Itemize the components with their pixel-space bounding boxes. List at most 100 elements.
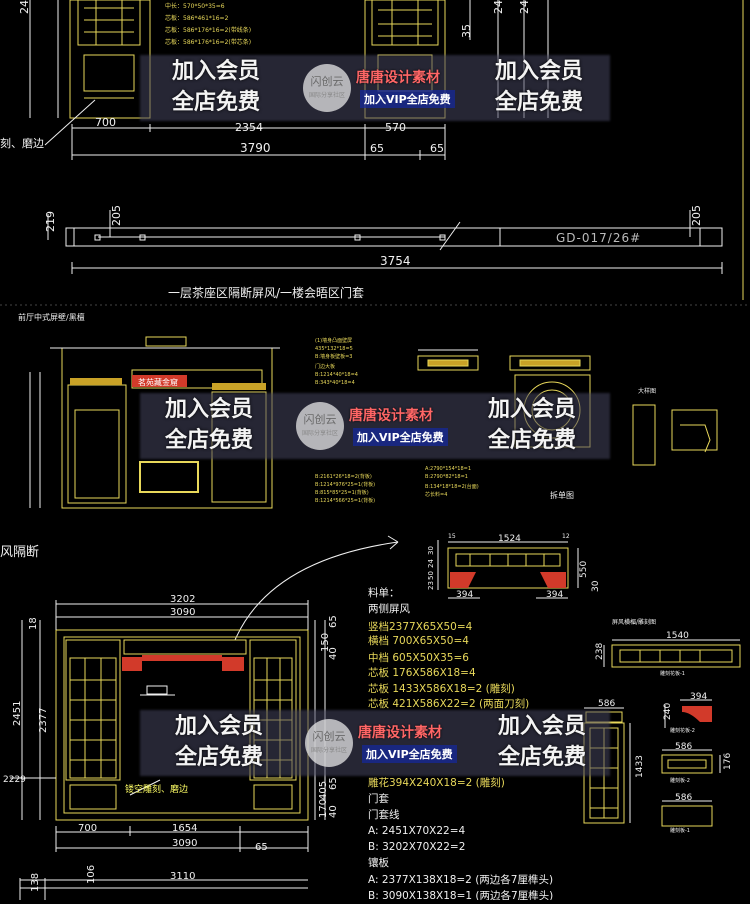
mid-spec-8: B:1214*976*25=1(背板) xyxy=(315,481,375,488)
plan-caption: 一层茶座区隔断屏风/一楼会晤区门套 xyxy=(168,285,364,300)
mid-spec-4: 门边大板 xyxy=(315,363,335,370)
plaque-bg xyxy=(132,375,187,387)
plan-outline xyxy=(65,227,723,247)
spec-line-4: 芯板：586*176*16=2(带芯条) xyxy=(165,38,251,46)
mid-spec-2: 435*132*18=5 xyxy=(315,346,353,352)
dim-394-detail: 394 xyxy=(690,692,707,702)
dim-570: 570 xyxy=(385,121,406,134)
dim-65-a: 65 xyxy=(370,142,384,155)
material-line-15: B: 3090X138X18=1 (两边各7厘榫头) xyxy=(368,889,553,900)
note-carving-top: 刻、磨边 xyxy=(0,136,44,150)
mid-spec-5: B:1214*40*18=4 xyxy=(315,372,358,378)
dim-24-l: 24 xyxy=(427,559,435,568)
bottom-title: 风隔断 xyxy=(0,545,39,560)
middle-subcaption: 前厅中式屏壁/黑檀 xyxy=(18,312,85,322)
watermark-logo-1: 闪创云国际分享社区 xyxy=(303,64,351,112)
watermark-brand-2: 唐唐设计素材 xyxy=(349,408,433,424)
left-carving xyxy=(122,657,142,671)
dim-15: 15 xyxy=(448,533,456,540)
top-specs: 中长：570*50*35=6 芯板：586*461*16=2 芯板：586*17… xyxy=(165,2,251,46)
mid-spec-6: B:343*40*18=4 xyxy=(315,380,355,386)
small-spec-3: B:134*18*18=2(台面) xyxy=(425,483,479,490)
small-label-3: 雕刻板-2 xyxy=(670,777,690,784)
watermark-join-5: 加入会员 xyxy=(175,714,264,739)
dim-3090-bottom: 3090 xyxy=(172,838,197,849)
plaque-text: 茗苑藏金窟 xyxy=(138,377,178,387)
small-spec-1: A:2790*154*18=1 xyxy=(425,466,471,472)
small-spec-4: 芯长料=4 xyxy=(425,491,447,498)
dim-30-l: 30 xyxy=(427,546,435,555)
small-label-4: 雕刻板-1 xyxy=(670,827,690,834)
top-left-panel xyxy=(83,54,135,92)
dim-138: 138 xyxy=(30,873,41,892)
material-line-7: 芯板 421X586X22=2 (两面刀刻) xyxy=(368,697,529,710)
top-right-lattice xyxy=(371,0,439,46)
watermark-free-2: 全店免费 xyxy=(495,90,584,115)
small-label-2: 雕刻花板-2 xyxy=(670,727,695,734)
dim-2451: 2451 xyxy=(12,701,23,726)
big-sample-label: 大样图 xyxy=(638,387,656,395)
lintel-right-carving xyxy=(540,572,566,588)
material-line-4: 中档 605X50X35=6 xyxy=(368,651,469,664)
watermark-free-4: 全店免费 xyxy=(488,428,577,453)
watermark-free-3: 全店免费 xyxy=(165,428,254,453)
note-hollow-carving: 镂空雕刻、磨边 xyxy=(125,783,188,795)
material-line-6: 芯板 1433X586X18=2 (雕刻) xyxy=(368,682,515,695)
material-line-10: 门套线 xyxy=(368,808,400,821)
dim-1433: 1433 xyxy=(635,755,645,778)
watermark-join-4: 加入会员 xyxy=(488,397,577,422)
watermark-vip-1: 加入VIP全店免费 xyxy=(360,90,455,108)
logo-text-3: 闪创云 xyxy=(312,730,346,743)
watermark-join-6: 加入会员 xyxy=(498,714,587,739)
dim-205-left: 205 xyxy=(110,205,123,226)
watermark-join-2: 加入会员 xyxy=(495,59,584,84)
dim-65-bottom: 65 xyxy=(255,842,268,853)
dim-50-l: 50 xyxy=(427,571,435,580)
dim-700-top: 700 xyxy=(95,116,116,129)
material-line-8: 雕花394X240X18=2 (雕刻) xyxy=(368,776,505,789)
dim-2354: 2354 xyxy=(235,121,263,134)
material-line-3: 横档 700X65X50=4 xyxy=(368,634,469,647)
plan-code: GD-017/26# xyxy=(556,231,641,245)
screen-lintel-dims: 屏风横楣/雕刻图 1540 238 586 240 394 1433 586 1… xyxy=(595,618,733,834)
ornaments xyxy=(70,336,266,390)
dim-1540: 1540 xyxy=(666,631,689,641)
middle-section: 前厅中式屏壁/黑檀 茗苑藏金窟 (1)墙身凸面壁屏 435*132*18=5 B… xyxy=(18,312,718,509)
logo-sub-3: 国际分享社区 xyxy=(310,747,347,754)
lintel-dims: 1524 550 394 394 30 15 12 30 24 50 23 xyxy=(427,533,601,600)
mid-spec-10: B:1214*566*25=1(背板) xyxy=(315,497,375,504)
material-line-14: A: 2377X138X18=2 (两边各7厘榫头) xyxy=(368,873,553,886)
dim-2229: 2229 xyxy=(3,775,26,785)
dim-176: 176 xyxy=(723,753,733,770)
vdim-35: 35 xyxy=(460,24,473,38)
dim-219: 219 xyxy=(44,211,57,232)
bracket-carving xyxy=(682,706,712,722)
dim-238: 238 xyxy=(595,643,605,660)
dim-106: 106 xyxy=(86,865,97,884)
fold-label: 拆单图 xyxy=(550,490,574,500)
top-carving xyxy=(142,655,222,661)
dim-405: 405 xyxy=(318,781,329,800)
dim-65-r2: 65 xyxy=(328,777,339,790)
dim-150: 150 xyxy=(320,633,331,652)
watermark-brand-1: 唐唐设计素材 xyxy=(356,70,440,86)
arrow-head xyxy=(387,535,399,550)
material-line-9: 门套 xyxy=(368,792,389,805)
plan-labels: 219 205 205 3754 GD-017/26# 一层茶座区隔断屏风/一楼… xyxy=(44,205,703,300)
material-line-11: A: 2451X70X22=4 xyxy=(368,825,466,837)
vdim-24-c: 24 xyxy=(518,0,531,14)
dim-18: 18 xyxy=(28,617,39,630)
logo-sub-2: 国际分享社区 xyxy=(301,430,338,437)
right-carving xyxy=(222,657,244,671)
dim-40-b: 40 xyxy=(328,805,339,818)
dim-586-a: 586 xyxy=(598,699,615,709)
dim-700-bottom: 700 xyxy=(78,823,97,834)
middle-specs: (1)墙身凸面壁屏 435*132*18=5 B:墙身板壁板=3 门边大板 B:… xyxy=(315,337,479,504)
watermark-free-6: 全店免费 xyxy=(498,745,587,770)
small-label-1: 雕刻花板-1 xyxy=(660,670,685,677)
dim-1524: 1524 xyxy=(498,534,521,544)
dim-2377: 2377 xyxy=(38,708,49,733)
top-left-lattice xyxy=(77,0,141,46)
dim-30: 30 xyxy=(591,580,601,592)
